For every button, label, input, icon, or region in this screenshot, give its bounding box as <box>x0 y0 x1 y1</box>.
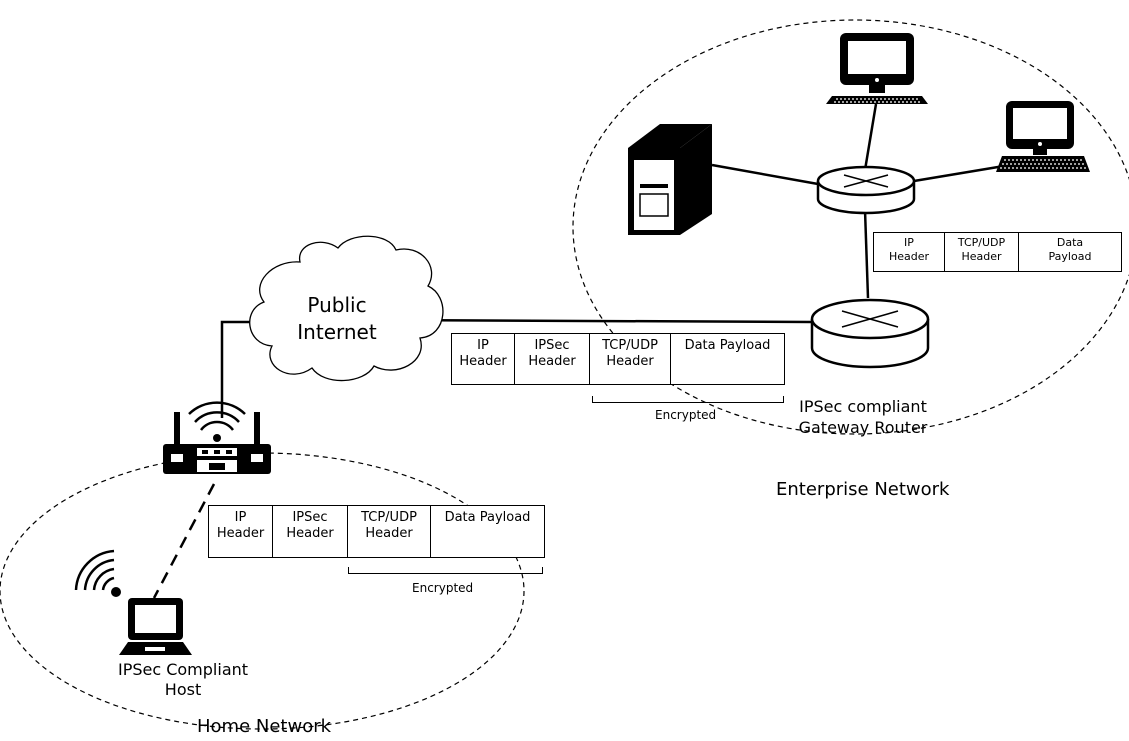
wireless-link-dashed <box>152 483 216 599</box>
data-payload-field: Data Payload <box>444 510 531 525</box>
cloud-label: Public Internet <box>297 293 377 344</box>
laptop-icon <box>119 598 192 655</box>
gateway-router-icon <box>810 298 930 369</box>
server-icon <box>628 124 712 235</box>
desktop-computer-icon <box>826 33 928 104</box>
data-payload-field: Data Payload <box>684 338 771 353</box>
host-label: IPSec Compliant Host <box>117 660 249 699</box>
home-network-label: Home Network <box>197 716 332 737</box>
desktop-computer-icon <box>996 101 1090 172</box>
link-right-desktop-router <box>913 163 1011 183</box>
encrypted-label: Encrypted <box>412 581 474 595</box>
link-top-desktop-router <box>863 103 878 171</box>
gateway-router-label: IPSec compliant Gateway Router <box>798 397 928 437</box>
link-cloud-gateway <box>377 318 813 324</box>
encrypted-brace <box>592 396 784 403</box>
wireless-router-icon <box>163 401 271 474</box>
link-cloud-home-router <box>220 320 262 418</box>
cloud-icon <box>249 235 444 382</box>
router-icon <box>816 165 916 215</box>
encrypted-brace <box>348 567 543 574</box>
link-router-gateway <box>863 209 870 299</box>
link-server-router <box>711 163 819 186</box>
enterprise-network-label: Enterprise Network <box>776 479 950 500</box>
network-links <box>220 103 1011 418</box>
encrypted-label: Encrypted <box>655 408 717 422</box>
wifi-signal-icon <box>74 549 121 597</box>
